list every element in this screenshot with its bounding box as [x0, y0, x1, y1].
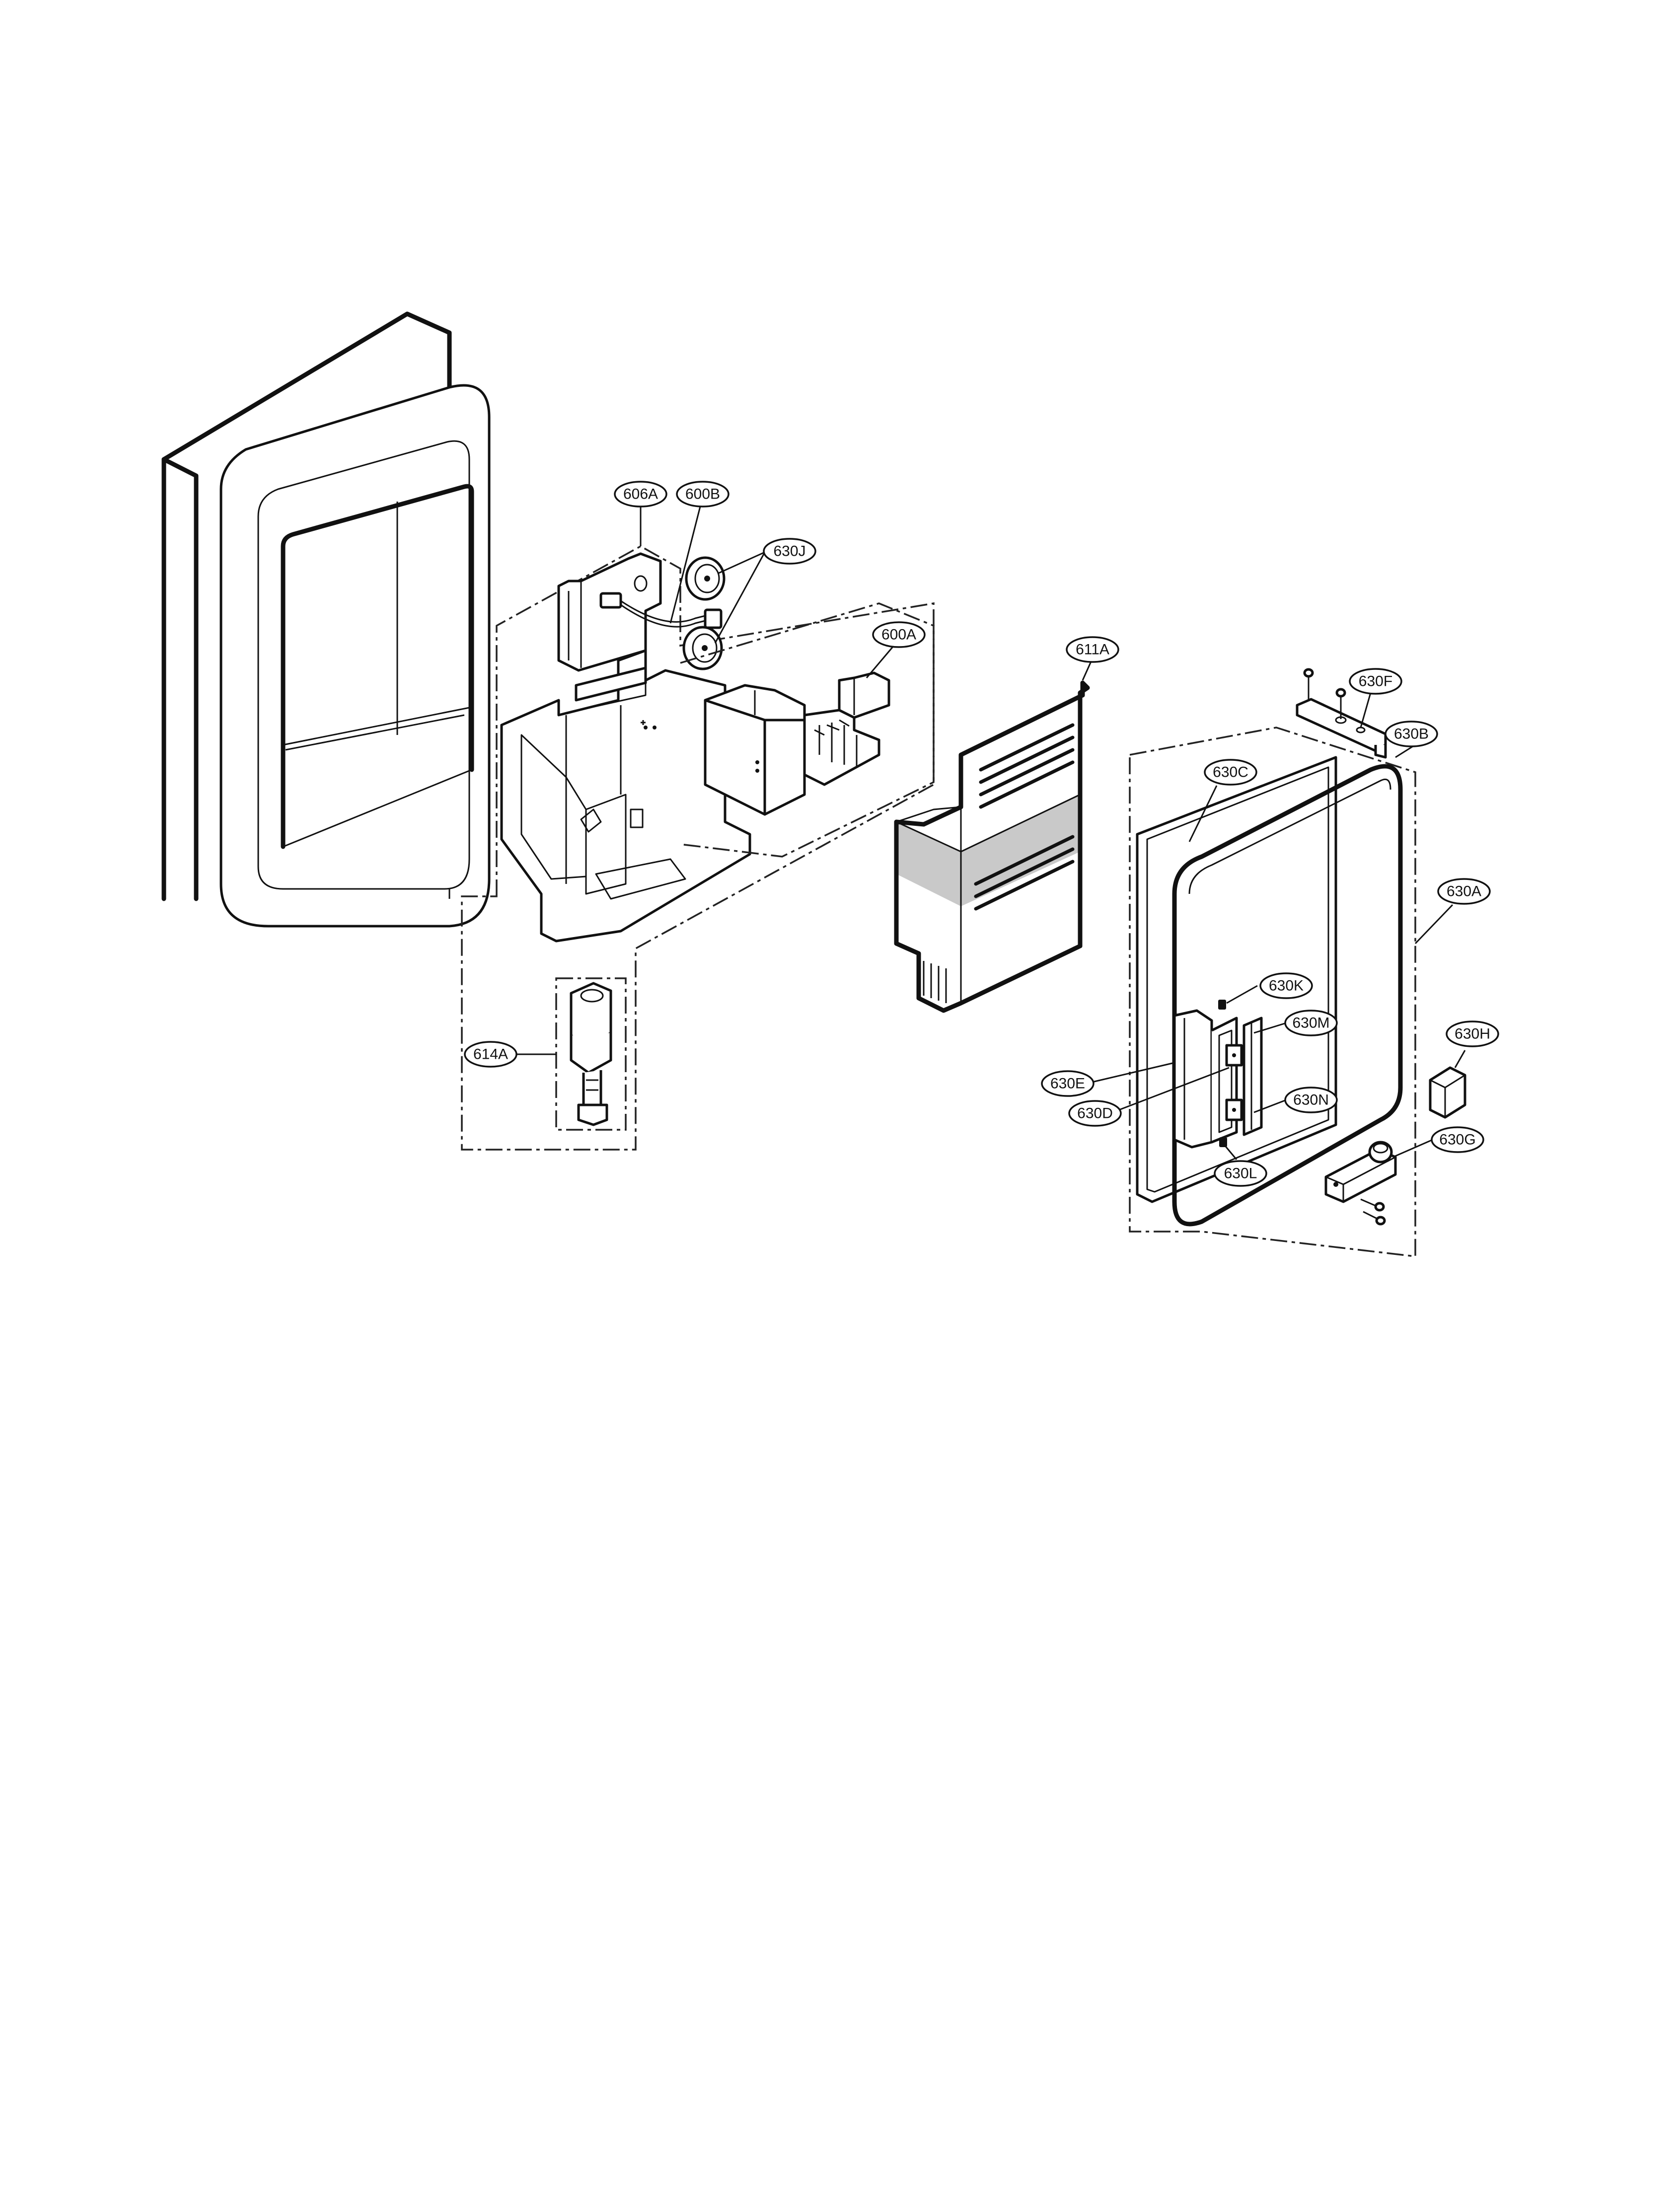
top-hinge-630F: [1296, 668, 1387, 759]
hinge-630D: [1225, 1044, 1243, 1121]
callout-label: 600B: [685, 486, 720, 503]
screw-630L: [1219, 1137, 1227, 1147]
dispenser-housing-606A: [500, 552, 751, 943]
callout-630H: 630H: [1446, 1021, 1499, 1047]
callout-label: 630N: [1293, 1092, 1329, 1108]
callout-label: 630M: [1292, 1015, 1329, 1031]
callout-label: 611A: [1076, 642, 1109, 658]
callout-630E: 630E: [1041, 1070, 1095, 1097]
callout-614A: 614A: [464, 1041, 517, 1068]
callout-600B: 600B: [676, 481, 730, 508]
callout-label: 630J: [773, 543, 805, 560]
callout-label: 614A: [473, 1046, 508, 1063]
cover-611A: [894, 680, 1090, 1013]
roller-630J-top: [685, 556, 726, 601]
hinge-cover-630H: [1429, 1066, 1466, 1119]
screw-630K: [1218, 1000, 1226, 1010]
solenoid-614A: [570, 982, 612, 1126]
refrigerator-door: [161, 311, 491, 928]
callout-630A: 630A: [1437, 878, 1491, 905]
roller-630J-bottom: [682, 626, 723, 670]
callout-630C: 630C: [1204, 759, 1257, 786]
callout-630G: 630G: [1431, 1126, 1484, 1153]
callout-611A: 611A: [1066, 636, 1119, 663]
callout-630F: 630F: [1349, 668, 1402, 695]
dispenser-group-boundary: [461, 545, 935, 1151]
callout-630B: 630B: [1385, 721, 1438, 747]
callout-label: 630D: [1077, 1105, 1113, 1122]
callout-label: 606A: [623, 486, 658, 503]
callout-label: 630F: [1359, 673, 1392, 690]
callout-label: 630H: [1455, 1026, 1490, 1042]
callout-630J: 630J: [763, 538, 816, 565]
callout-630D: 630D: [1068, 1100, 1122, 1127]
callout-606A: 606A: [614, 481, 667, 508]
icemaker-600A: [704, 671, 890, 816]
handle-630E: [1173, 1009, 1238, 1149]
bracket-630M-630N: [1242, 1017, 1263, 1136]
callout-630N: 630N: [1284, 1087, 1338, 1113]
bottom-hinge-630G: [1324, 1141, 1397, 1226]
harness-600B: [599, 592, 723, 629]
callout-label: 630L: [1224, 1166, 1257, 1182]
callout-label: 630G: [1439, 1132, 1475, 1148]
callout-label: 600A: [881, 627, 916, 643]
callout-630L: 630L: [1214, 1160, 1267, 1187]
callout-600A: 600A: [872, 621, 926, 648]
icemaker-group-boundary: [680, 602, 935, 858]
callout-label: 630B: [1394, 726, 1429, 742]
callout-label: 630C: [1213, 764, 1248, 781]
door-group-boundary: [1129, 727, 1416, 1257]
callout-label: 630K: [1269, 978, 1304, 994]
leader-lines: [516, 506, 1466, 1160]
door-panel-630A: [1172, 764, 1403, 1227]
callout-630M: 630M: [1284, 1010, 1338, 1036]
callout-label: 630A: [1447, 883, 1481, 900]
callout-label: 630E: [1050, 1076, 1085, 1092]
callout-630K: 630K: [1259, 972, 1313, 999]
